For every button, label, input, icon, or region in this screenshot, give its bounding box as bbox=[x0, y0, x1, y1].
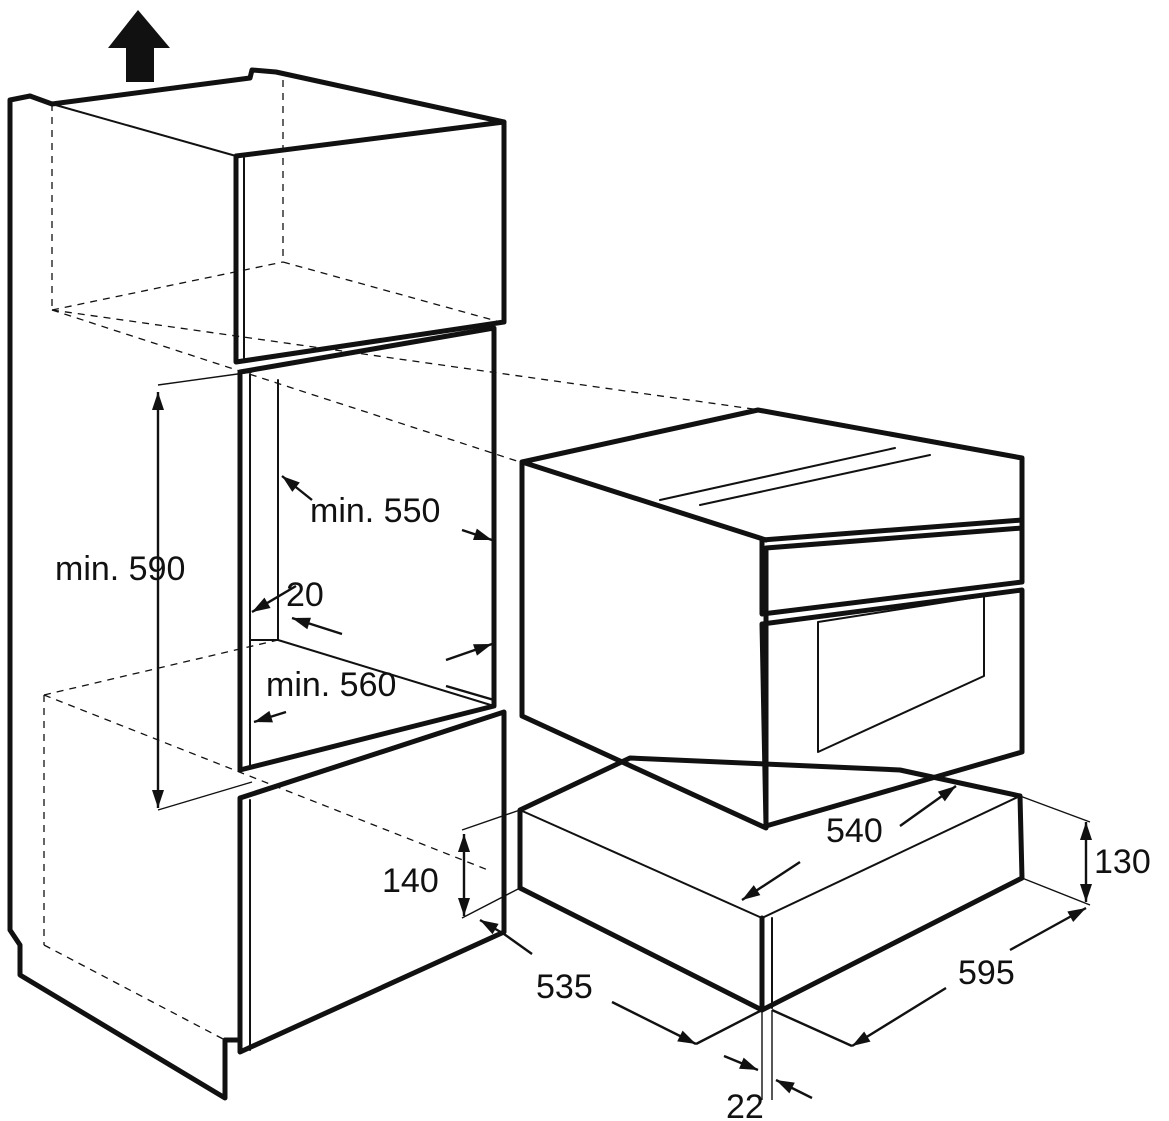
arrowhead bbox=[742, 885, 761, 900]
arrowhead bbox=[473, 644, 492, 656]
dim-unit-depth: 540 bbox=[826, 812, 883, 850]
arrowhead bbox=[1067, 908, 1086, 922]
arrowhead bbox=[480, 920, 499, 935]
arrowhead bbox=[473, 528, 492, 540]
arrowhead bbox=[739, 1057, 758, 1070]
dim-niche-width-bottom: min. 560 bbox=[266, 666, 396, 704]
arrowhead bbox=[1080, 884, 1092, 902]
dim-side-gap: 20 bbox=[286, 576, 324, 614]
dim-unit-height: 130 bbox=[1094, 843, 1151, 881]
dim-front-thickness: 22 bbox=[726, 1088, 764, 1121]
arrowhead bbox=[152, 790, 164, 808]
vent-arrow-icon bbox=[108, 10, 170, 82]
arrowhead bbox=[152, 392, 164, 410]
arrowhead bbox=[458, 898, 470, 916]
dim-cabinet-depth: 535 bbox=[536, 968, 593, 1006]
cabinet-depth-ext bbox=[503, 933, 533, 955]
dim-unit-width: 595 bbox=[958, 954, 1015, 992]
dimension-lines bbox=[152, 392, 1092, 1100]
unit-width-left bbox=[851, 986, 947, 1048]
arrowhead bbox=[852, 1031, 871, 1046]
arrowhead bbox=[937, 786, 956, 802]
arrowhead bbox=[458, 834, 470, 852]
arrowhead bbox=[292, 617, 311, 630]
warming-drawer bbox=[461, 755, 1091, 1100]
arrowhead bbox=[252, 597, 271, 612]
dim-niche-width-top: min. 550 bbox=[310, 492, 440, 530]
unit-width-tie bbox=[771, 1008, 853, 1048]
dim-drawer-height: 140 bbox=[382, 862, 439, 900]
arrowhead bbox=[1080, 822, 1092, 840]
arrowhead bbox=[254, 710, 273, 723]
dim-niche-height: min. 590 bbox=[55, 550, 185, 588]
arrowhead bbox=[776, 1080, 795, 1094]
arrowhead bbox=[677, 1030, 696, 1044]
cabinet-depth-tie bbox=[695, 1008, 763, 1046]
arrowhead bbox=[282, 476, 300, 492]
niche-width-bottom-ext bbox=[445, 684, 495, 702]
oven-appliance bbox=[519, 407, 1025, 831]
